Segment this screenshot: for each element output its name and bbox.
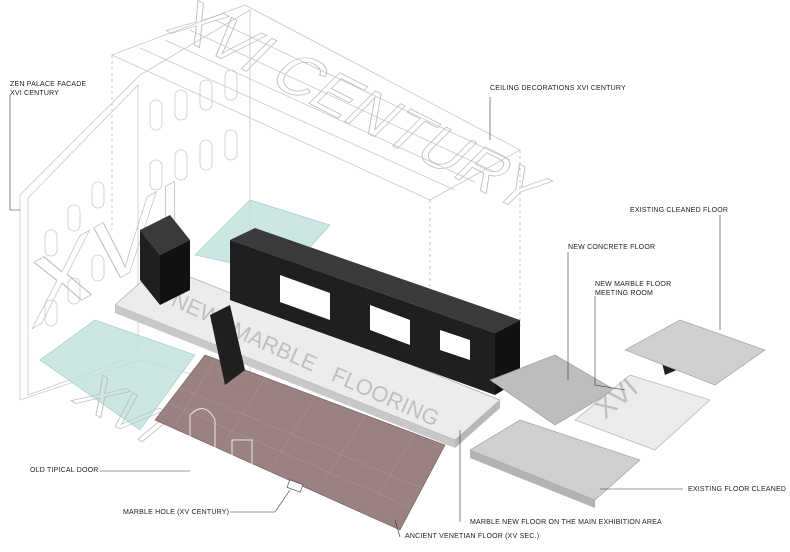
leader-lines [9, 95, 721, 538]
marble-exhibition-floor: NEW MARBLE FLOORING [114, 264, 501, 448]
label-meeting-room-floor: NEW MARBLE FLOOR MEETING ROOM [595, 280, 671, 298]
marble-new-label-text: MARBLE NEW FLOOR ON THE MAIN EXHIBITION … [470, 519, 662, 526]
existing-floor-cleaned-label-text: EXISTING FLOOR CLEANED [688, 486, 787, 493]
label-ancient-venetian-floor: ANCIENT VENETIAN FLOOR (XV SEC.) [405, 532, 539, 541]
label-new-concrete-floor: NEW CONCRETE FLOOR [568, 243, 655, 252]
facade-label-line2: XVI CENTURY [10, 90, 60, 97]
ancient-label-text: ANCIENT VENETIAN FLOOR (XV SEC.) [405, 533, 540, 540]
ancient-venetian-floor [154, 354, 446, 531]
meeting-label-line2: MEETING ROOM [595, 290, 654, 297]
ceiling-title-text: XVI CENTURY [155, 0, 563, 223]
meeting-label-line1: NEW MARBLE FLOOR [595, 281, 672, 288]
existing-cleaned-floor [624, 319, 766, 386]
door-label-text: OLD TIPICAL DOOR [30, 467, 99, 474]
concrete-label-text: NEW CONCRETE FLOOR [568, 244, 656, 251]
facade-label-line1: ZEN PALACE FACADE [10, 81, 87, 88]
marble-hole [286, 479, 304, 493]
label-ceiling-decorations: CEILING DECORATIONS XVI CENTURY [490, 84, 626, 93]
marble-hole-label-text: MARBLE HOLE (XV CENTURY) [123, 509, 230, 516]
label-zen-palace-facade: ZEN PALACE FACADE XVI CENTURY [10, 80, 86, 98]
old-door [189, 408, 253, 469]
label-existing-cleaned-floor: EXISTING CLEANED FLOOR [630, 206, 728, 215]
ceiling-label-text: CEILING DECORATIONS XVI CENTURY [490, 85, 626, 92]
label-marble-new-floor: MARBLE NEW FLOOR ON THE MAIN EXHIBITION … [470, 518, 662, 527]
black-volumes [140, 215, 520, 395]
existing-floor-cleaned [469, 419, 641, 508]
label-existing-floor-cleaned: EXISTING FLOOR CLEANED [688, 485, 786, 494]
existing-cleaned-label-text: EXISTING CLEANED FLOOR [630, 207, 729, 214]
label-old-door: OLD TIPICAL DOOR [30, 466, 99, 475]
label-marble-hole: MARBLE HOLE (XV CENTURY) [123, 508, 229, 517]
